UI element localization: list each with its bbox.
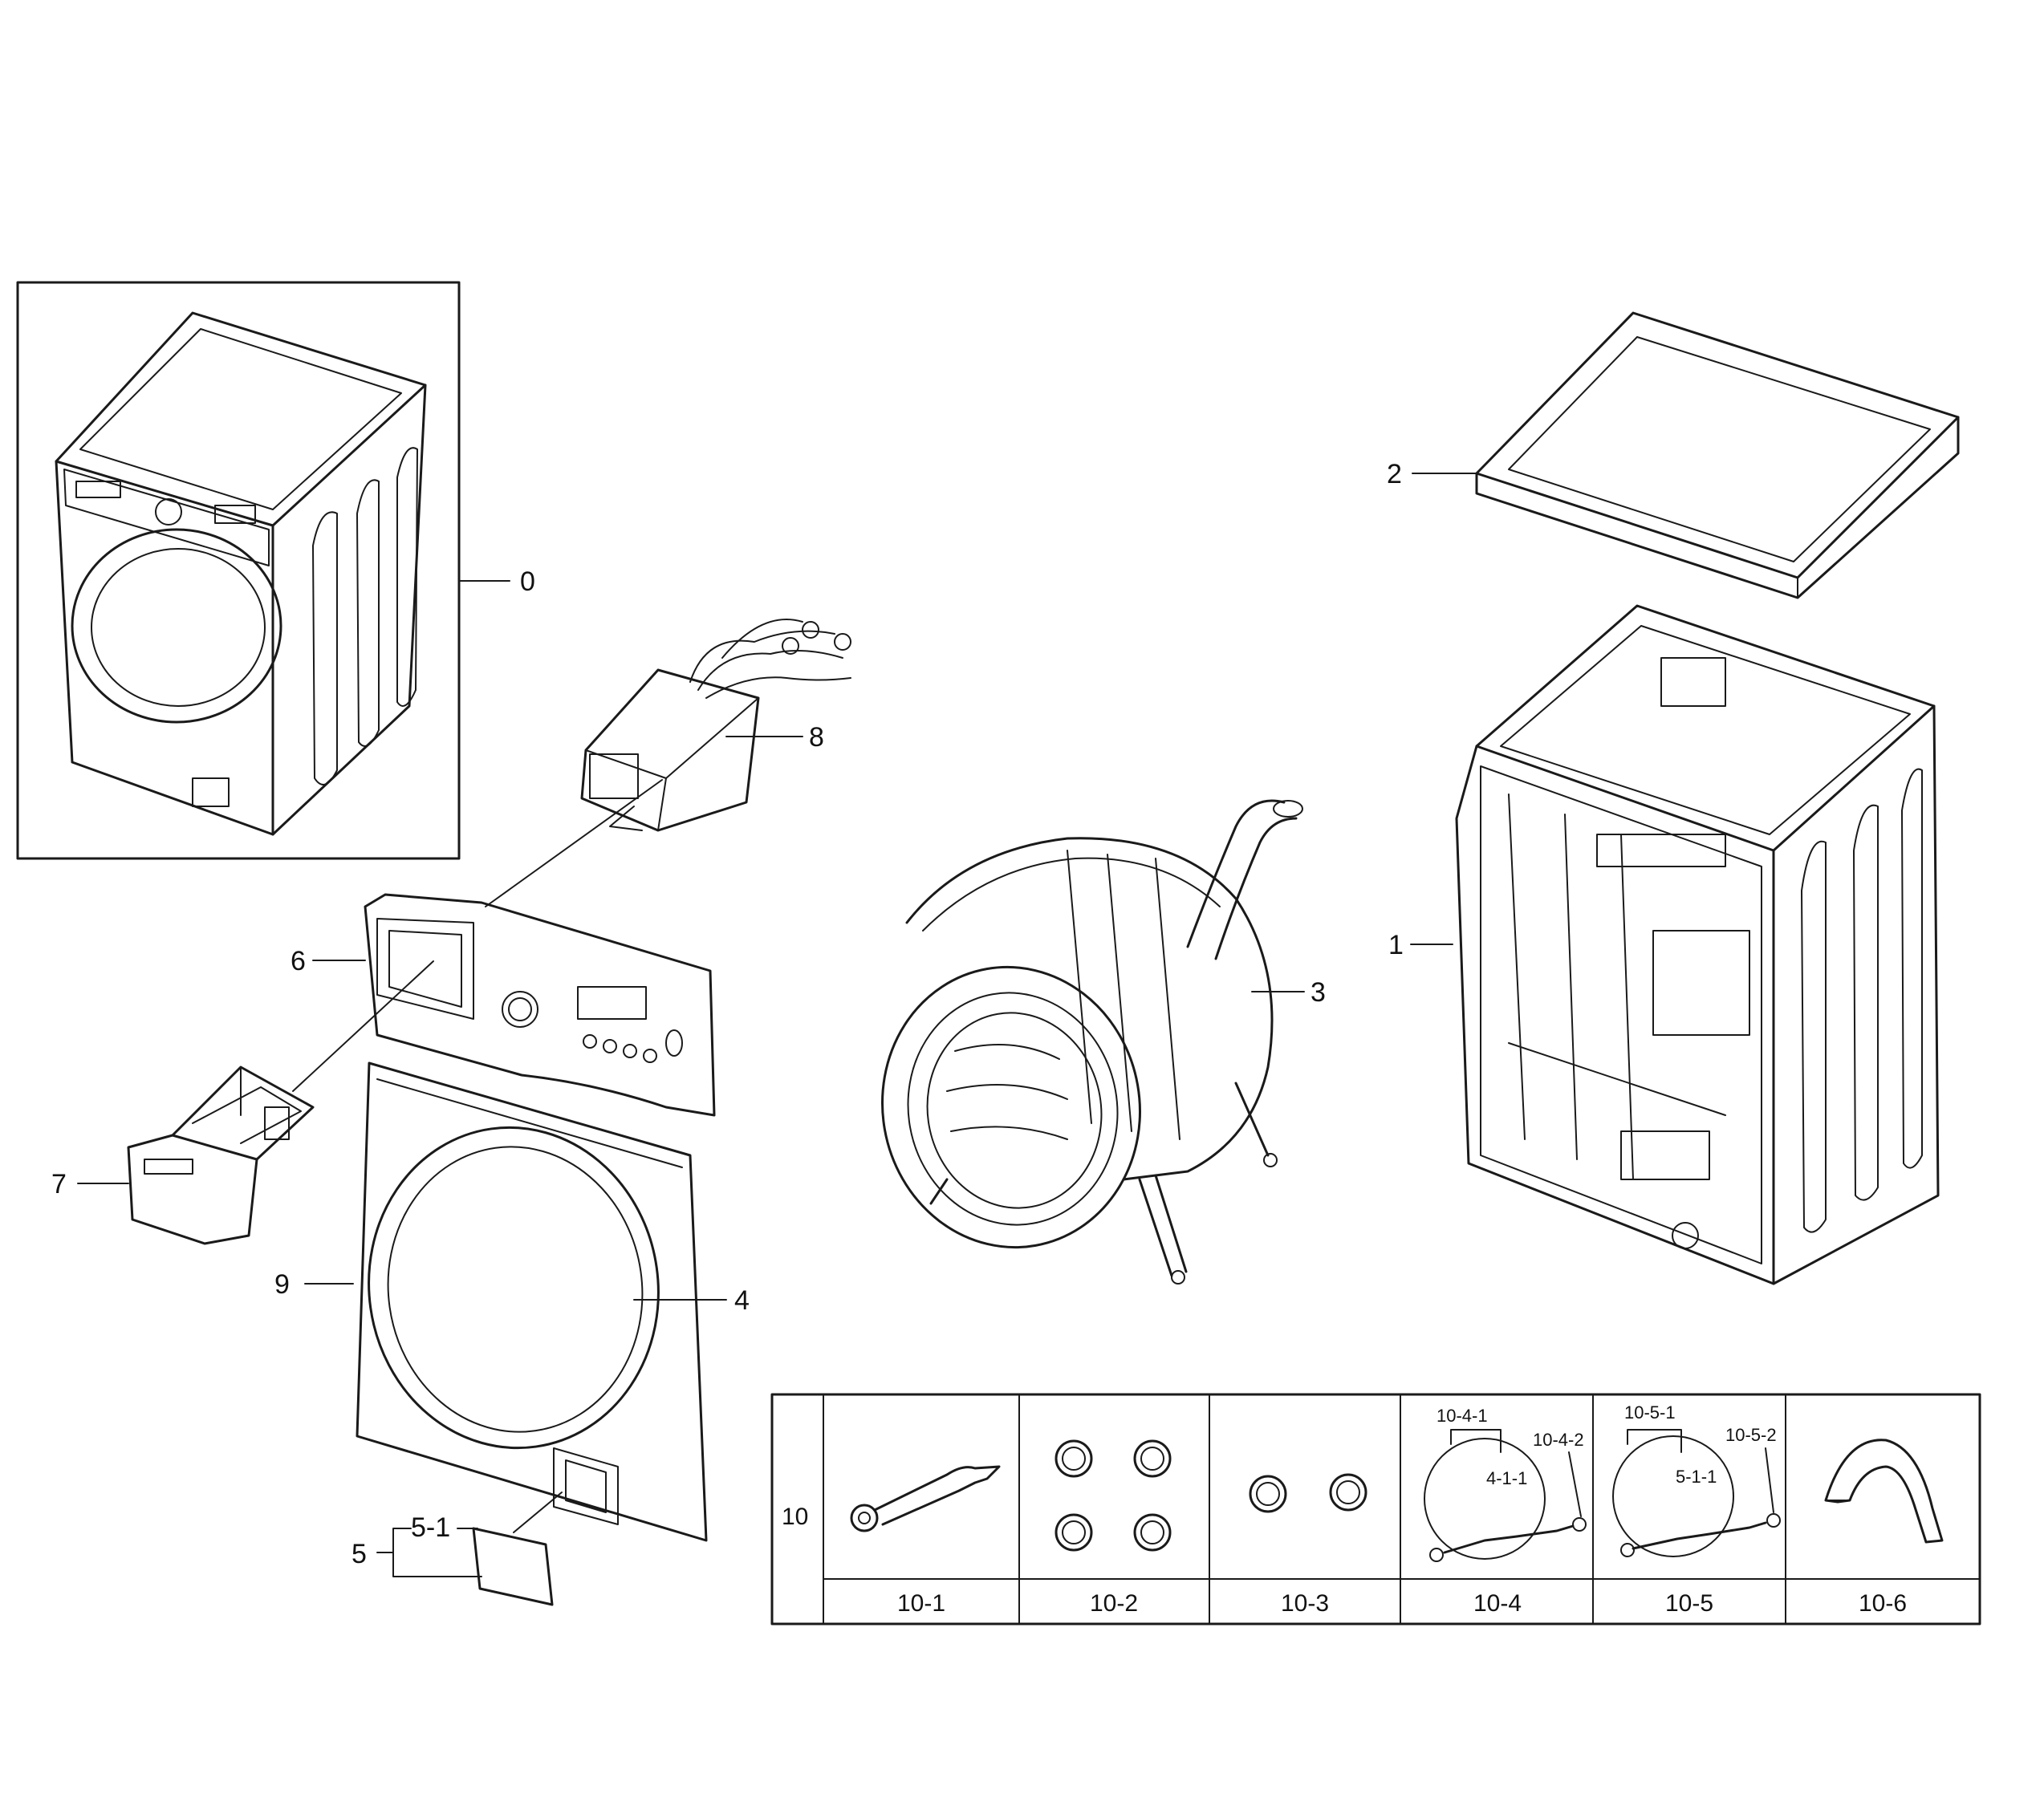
accessory-col-10-1: 10-1 — [897, 1590, 945, 1617]
accessory-col-10-5: 10-5 — [1665, 1590, 1713, 1617]
part-6-control-panel — [364, 893, 716, 1117]
part-7-detergent-drawer — [127, 1065, 315, 1245]
accessory-col-10-2: 10-2 — [1090, 1590, 1138, 1617]
label-5-1-1: 5-1-1 — [1676, 1467, 1717, 1487]
accessory-row-label: 10 — [782, 1504, 808, 1530]
label-10-5-2: 10-5-2 — [1725, 1425, 1777, 1445]
cap-icons-4 — [1055, 1439, 1172, 1552]
accessory-col-10-4: 10-4 — [1473, 1590, 1522, 1617]
callout-label-0: 0 — [520, 566, 535, 597]
part-2-top-cover — [1475, 311, 1960, 599]
callout-label-5: 5 — [352, 1539, 367, 1569]
accessory-col-10-6: 10-6 — [1859, 1590, 1907, 1617]
hose-icon-10-5 — [1612, 1429, 1781, 1557]
callout-label-9: 9 — [274, 1269, 290, 1300]
label-10-4-1: 10-4-1 — [1436, 1406, 1488, 1426]
callout-label-7: 7 — [51, 1169, 67, 1199]
label-10-5-1: 10-5-1 — [1624, 1402, 1676, 1423]
label-4-1-1: 4-1-1 — [1486, 1468, 1527, 1488]
callout-label-8: 8 — [809, 722, 824, 753]
callout-label-4: 4 — [734, 1285, 750, 1316]
guide-line-8-6 — [485, 779, 663, 907]
callout-label-5-1: 5-1 — [411, 1512, 450, 1543]
guide-line-6-7 — [292, 960, 434, 1092]
hose-guide-icon — [1824, 1439, 1944, 1544]
callout-label-1: 1 — [1388, 930, 1404, 960]
part-0-washer-assembly — [16, 281, 461, 860]
part-3-tub-drum-assembly — [881, 799, 1303, 1285]
part-1-cabinet-frame — [1455, 604, 1940, 1285]
label-10-4-2: 10-4-2 — [1533, 1430, 1584, 1450]
part-5-1-filter-cover — [472, 1492, 563, 1606]
part-9-front-panel — [356, 1061, 708, 1542]
callout-label-3: 3 — [1311, 977, 1326, 1008]
callout-label-2: 2 — [1387, 459, 1402, 489]
wrench-icon — [850, 1465, 1001, 1532]
part-8-wire-harness — [580, 619, 851, 832]
hose-icon-10-4 — [1424, 1429, 1587, 1562]
accessory-col-10-3: 10-3 — [1281, 1590, 1329, 1617]
callout-label-6: 6 — [291, 946, 306, 976]
cap-icons-2 — [1249, 1473, 1367, 1513]
accessory-table: 10 10-1 10-2 10-3 10-4 10-5 10-6 — [770, 1393, 1981, 1626]
